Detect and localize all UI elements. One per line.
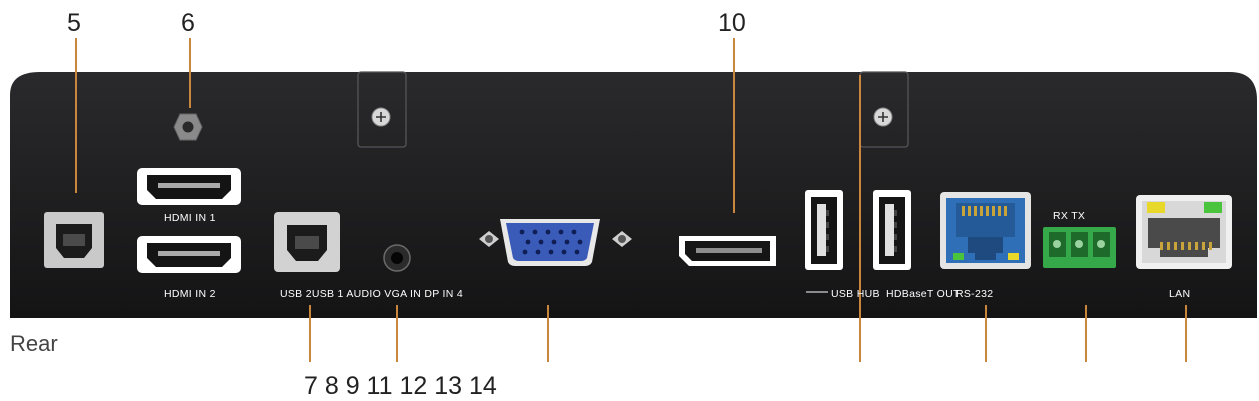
label-rx-tx: RX TX <box>1053 210 1086 222</box>
leader-11 <box>859 75 861 362</box>
usb-b-port-center <box>274 212 340 272</box>
hdmi-in-2-port <box>137 236 241 273</box>
label-usb-hub: USB HUB <box>831 288 880 300</box>
leader-10 <box>733 38 735 213</box>
view-label-rear: Rear <box>10 331 58 356</box>
mounting-tab-right <box>859 71 909 148</box>
leader-9 <box>547 305 549 362</box>
leader-12 <box>985 305 987 362</box>
leader-7 <box>309 305 311 362</box>
callout-bottom-row: 7 8 9 11 12 13 14 <box>304 372 497 400</box>
lan-port <box>1136 195 1232 269</box>
callout-6: 6 <box>181 9 195 37</box>
leader-14 <box>1185 305 1187 362</box>
label-lan: LAN <box>1169 288 1191 300</box>
hdbaset-out-port <box>940 192 1031 269</box>
leader-8 <box>396 305 398 362</box>
hdmi-in-1-port <box>137 168 241 205</box>
label-usb-group: USB 2USB 1 AUDIO VGA IN DP IN 4 <box>280 288 464 300</box>
displayport-port <box>679 236 776 266</box>
label-hdmi-in-1: HDMI IN 1 <box>164 212 216 224</box>
usb-a-port-2 <box>873 190 911 270</box>
leader-6 <box>189 38 191 108</box>
ground-screw-icon <box>173 113 203 141</box>
rs232-terminal-block <box>1043 227 1116 268</box>
usb-a-port-1 <box>805 190 843 270</box>
label-rs232: RS-232 <box>956 288 994 300</box>
mounting-tab-left <box>357 71 407 148</box>
audio-jack <box>383 244 411 272</box>
callout-10: 10 <box>718 9 746 37</box>
callout-5: 5 <box>67 9 81 37</box>
leader-13 <box>1085 305 1087 362</box>
usb-b-port-left <box>44 212 104 268</box>
vga-port <box>479 219 632 266</box>
label-hdbaset-out: HDBaseT OUT <box>886 288 960 300</box>
leader-5 <box>75 38 77 193</box>
label-hdmi-in-2: HDMI IN 2 <box>164 288 216 300</box>
